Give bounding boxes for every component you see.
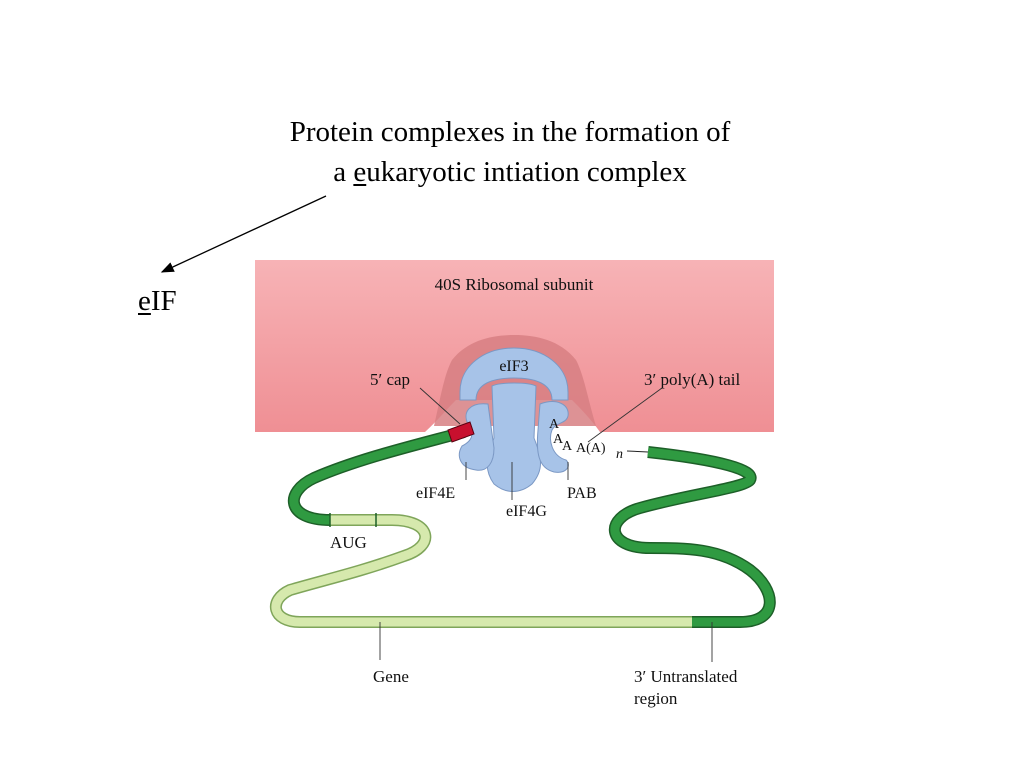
cap-leader <box>419 387 461 425</box>
eif-label: eIF <box>138 285 177 317</box>
eif3-protein <box>459 347 569 401</box>
utr-label-line1: 3′ Untranslated <box>634 667 738 686</box>
polya-leader <box>587 387 663 443</box>
gene-label: Gene <box>373 667 409 686</box>
poly-a-2: A <box>553 432 564 447</box>
aug-label: AUG <box>330 533 367 552</box>
poly-a-n: n <box>616 447 623 462</box>
polya-label: 3′ poly(A) tail <box>644 370 741 389</box>
eif4e-label: eIF4E <box>416 485 455 502</box>
five-prime-cap <box>447 421 475 443</box>
poly-a-tail: A(A) <box>576 441 606 456</box>
poly-a-3: A <box>562 439 573 454</box>
pointer-arrow <box>160 195 327 273</box>
eif4g-protein <box>486 382 541 492</box>
cap-label: 5′ cap <box>370 370 410 389</box>
eif3-label: eIF3 <box>499 358 528 375</box>
title-line-1: Protein complexes in the formation of <box>289 116 731 148</box>
subunit-label: 40S Ribosomal subunit <box>435 275 594 294</box>
pab-label: PAB <box>567 485 597 502</box>
title-line-2: a eukaryotic intiation complex <box>333 156 687 188</box>
eif4e-protein <box>458 403 495 471</box>
utr-label-line2: region <box>634 689 678 708</box>
poly-a-1: A <box>549 417 560 432</box>
pab-protein <box>536 401 569 473</box>
slide-title: Protein complexes in the formation of a … <box>240 112 780 192</box>
eif4g-label: eIF4G <box>506 503 547 520</box>
underlined-e: e <box>353 156 367 188</box>
